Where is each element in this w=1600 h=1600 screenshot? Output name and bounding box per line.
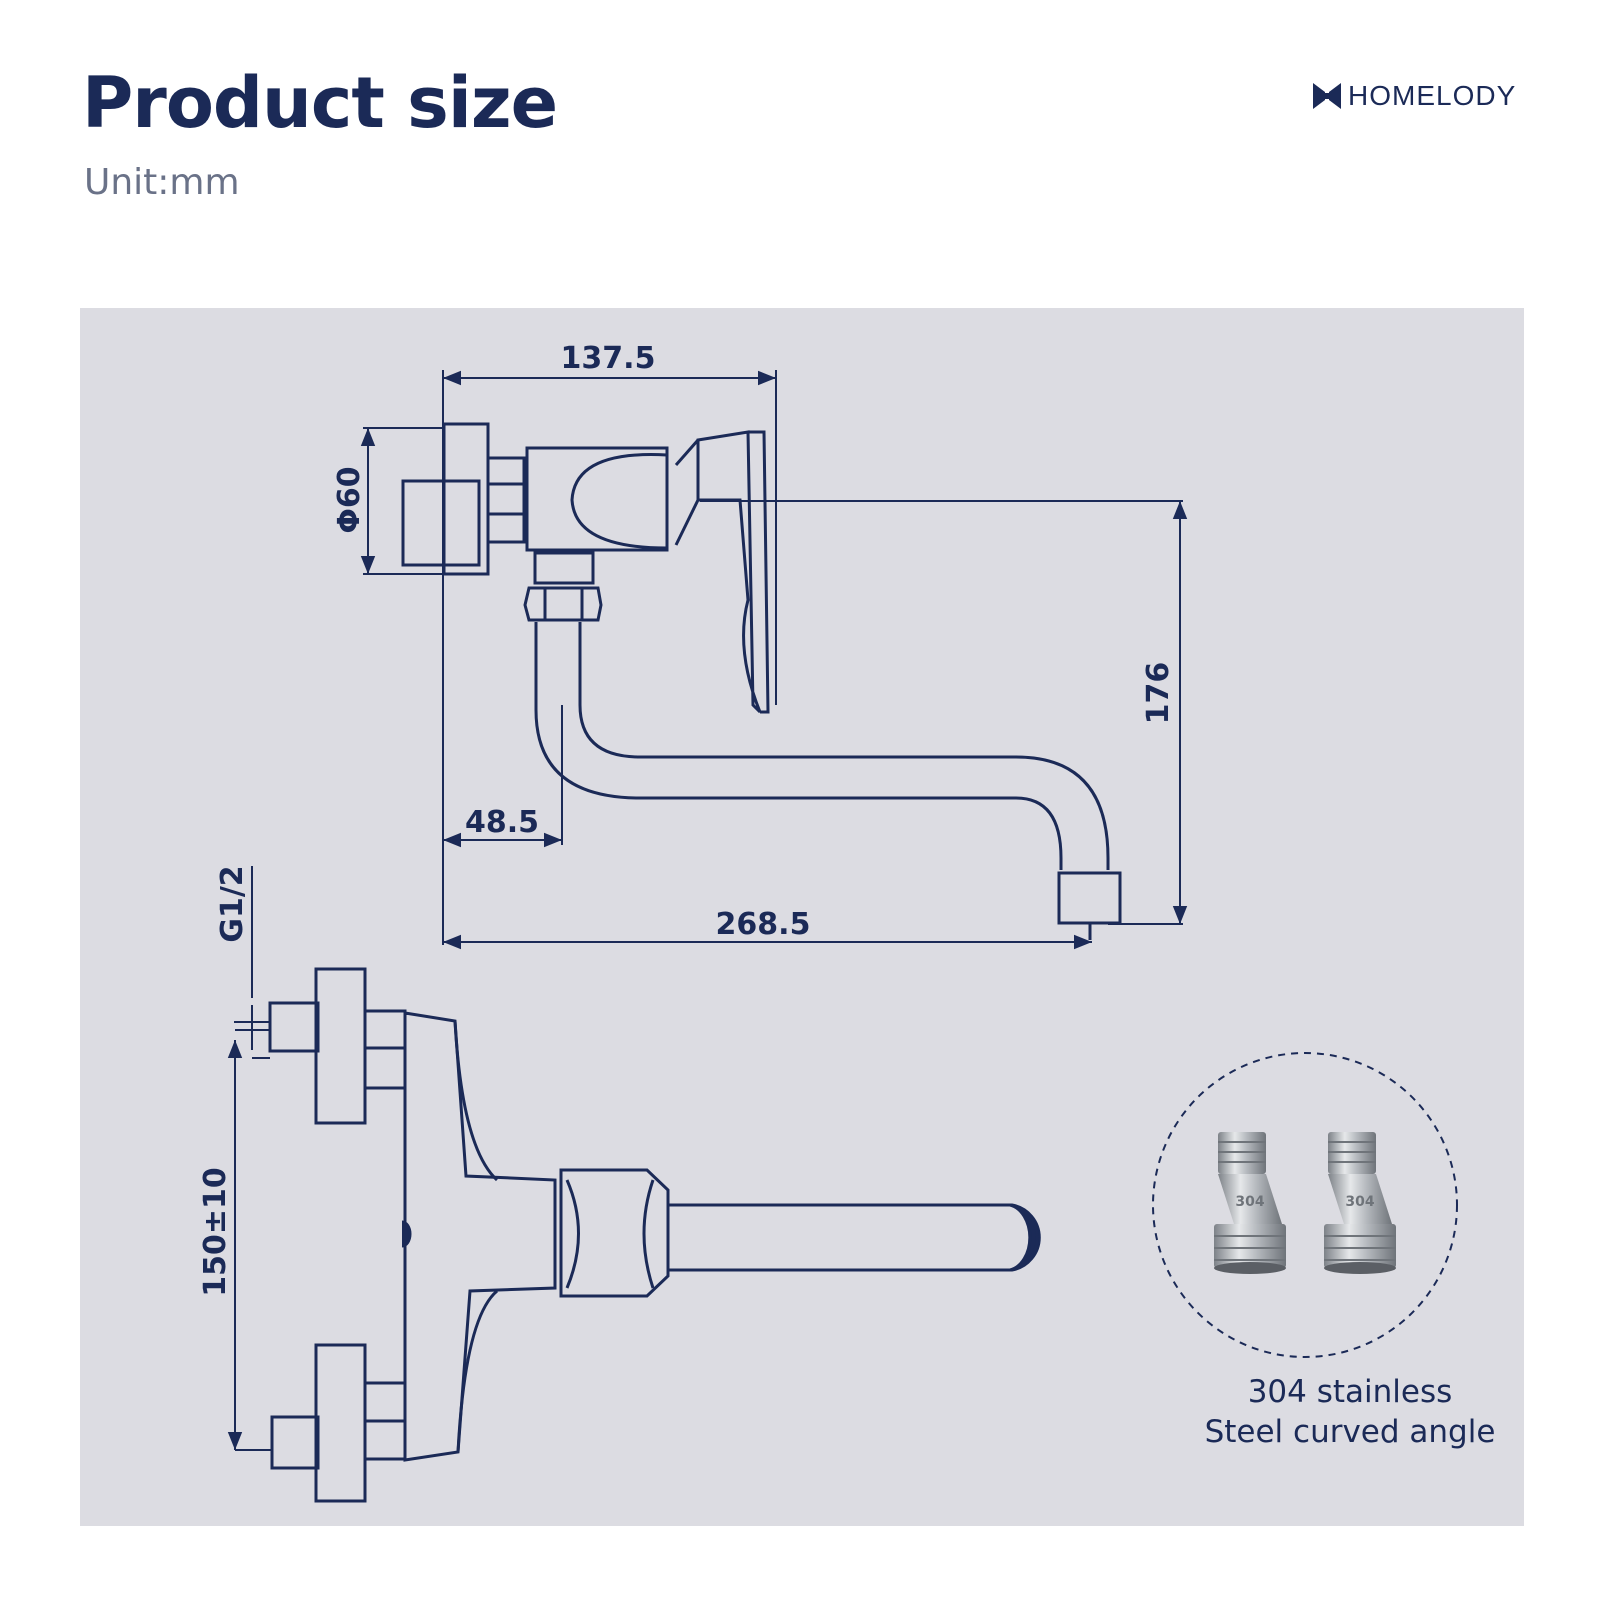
spout-collar: [533, 551, 595, 585]
unit-label: Unit:mm: [84, 162, 240, 203]
front-dimension-lines: [227, 866, 272, 1451]
front-view: [268, 967, 1041, 1503]
side-dimension-lines: [360, 370, 1188, 950]
upper-inlet-stub: [268, 1001, 320, 1053]
mixer-body: [403, 1011, 557, 1462]
accessory-caption: 304 stainless Steel curved angle: [1110, 1372, 1590, 1452]
dim-thread: G1/2: [215, 865, 250, 942]
lower-flange: [314, 1343, 367, 1503]
swivel-collar: [559, 1168, 670, 1298]
s-connector-left: 304: [1214, 1132, 1286, 1274]
spout-hex-nut: [523, 586, 603, 622]
dim-height: 176: [1141, 662, 1176, 725]
dim-width-top: 137.5: [561, 341, 656, 376]
spout-top: [668, 1203, 1041, 1272]
upper-flange: [314, 967, 367, 1125]
page-title: Product size: [82, 62, 558, 144]
accessory-caption-line1: 304 stainless: [1247, 1374, 1453, 1410]
wall-flange: [401, 479, 481, 567]
dim-centers: 150±10: [198, 1167, 233, 1297]
lever-handle: [696, 430, 762, 714]
brand-logo: HOMELODY: [1312, 80, 1516, 112]
connector-nut: [486, 456, 526, 544]
lower-inlet-stub: [270, 1415, 320, 1470]
bowtie-logo-icon: [1313, 83, 1341, 109]
dim-diameter: Φ60: [332, 466, 367, 533]
s-connector-right: 304: [1324, 1132, 1396, 1274]
spout-tube: [534, 622, 1063, 870]
accessory-callout-circle: [1152, 1052, 1458, 1358]
aerator: [1057, 871, 1122, 925]
drawing-panel: [80, 308, 1524, 1526]
fitting-stamp-right: 304: [1345, 1194, 1374, 1210]
dim-reach: 268.5: [716, 907, 811, 942]
brand-name: HOMELODY: [1348, 80, 1517, 111]
fitting-stamp-left: 304: [1235, 1194, 1264, 1210]
dim-offset: 48.5: [465, 805, 539, 840]
accessory-caption-line2: Steel curved angle: [1204, 1414, 1496, 1450]
flange-plate: [442, 422, 490, 576]
valve-body: [525, 446, 669, 552]
side-view: [401, 422, 1122, 940]
